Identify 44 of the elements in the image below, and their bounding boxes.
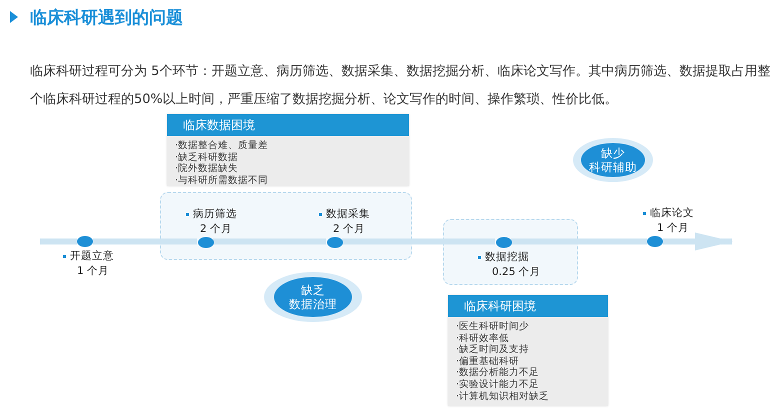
panel-item: ·科研效率低 (455, 332, 510, 344)
intro-paragraph: 临床科研过程可分为 5个环节：开题立意、病历筛选、数据采集、数据挖掘分析、临床论文写作。其中病历筛选、数据提取占用整个临床科研过程的50%以上时间，严重压缩了数据挖掘分析、论文写作的时间、操作繁琐、性价比低。 (30, 63, 772, 109)
callout-text: 科研辅助 (589, 160, 637, 174)
milestone-duration: 2 个月 (200, 223, 232, 235)
callout-text: 缺少 (601, 146, 625, 160)
timeline-segment (93, 238, 197, 244)
panel-item: ·缺乏科研数据 (174, 152, 240, 163)
milestone-name: 数据采集 (326, 208, 370, 220)
panel-item: ·数据分析能力不足 (455, 367, 540, 379)
milestone-name: 病历筛选 (193, 208, 237, 220)
timeline-dot (198, 237, 214, 248)
timeline-dot (77, 236, 93, 247)
panel-item: ·偏重基础科研 (455, 356, 520, 367)
issue-panel (448, 295, 608, 406)
callout-text: 数据治理 (289, 297, 337, 311)
milestone-duration: 1 个月 (77, 265, 110, 277)
issue-panel (167, 114, 409, 186)
page-title: 临床科研遇到的问题 (30, 7, 183, 30)
timeline-segment (342, 238, 495, 244)
dashed-group-box (443, 219, 578, 285)
dashed-group-box (160, 192, 412, 260)
milestone-duration: 0.25 个月 (492, 266, 541, 278)
timeline-dot (647, 236, 663, 247)
timeline-segment (40, 238, 77, 244)
panel-item: ·与科研所需数据不同 (174, 174, 270, 186)
callout-text: 缺乏 (301, 283, 325, 297)
timeline-dot (496, 237, 512, 248)
milestone-duration: 1 个月 (657, 222, 690, 234)
timeline-segment (511, 238, 647, 244)
panel-item: ·数据整合难、质量差 (174, 140, 270, 152)
timeline-dot (327, 237, 343, 248)
milestone-name: 开题立意 (70, 250, 114, 262)
panel-item: ·计算机知识相对缺乏 (455, 390, 550, 402)
milestone-name: 临床论文 (650, 207, 694, 219)
panel-item: ·实验设计能力不足 (455, 378, 540, 391)
timeline-arrow (663, 232, 733, 250)
panel-heading: 临床科研困境 (448, 295, 608, 317)
panel-item: ·院外数据缺失 (174, 163, 240, 175)
milestone-duration: 2 个月 (333, 223, 366, 235)
panel-heading: 临床数据困境 (167, 114, 409, 136)
panel-item: ·缺乏时间及支持 (455, 344, 530, 356)
milestone-name: 数据挖掘 (485, 251, 529, 263)
timeline-segment (213, 238, 326, 244)
panel-item: ·医生科研时间少 (455, 321, 530, 333)
